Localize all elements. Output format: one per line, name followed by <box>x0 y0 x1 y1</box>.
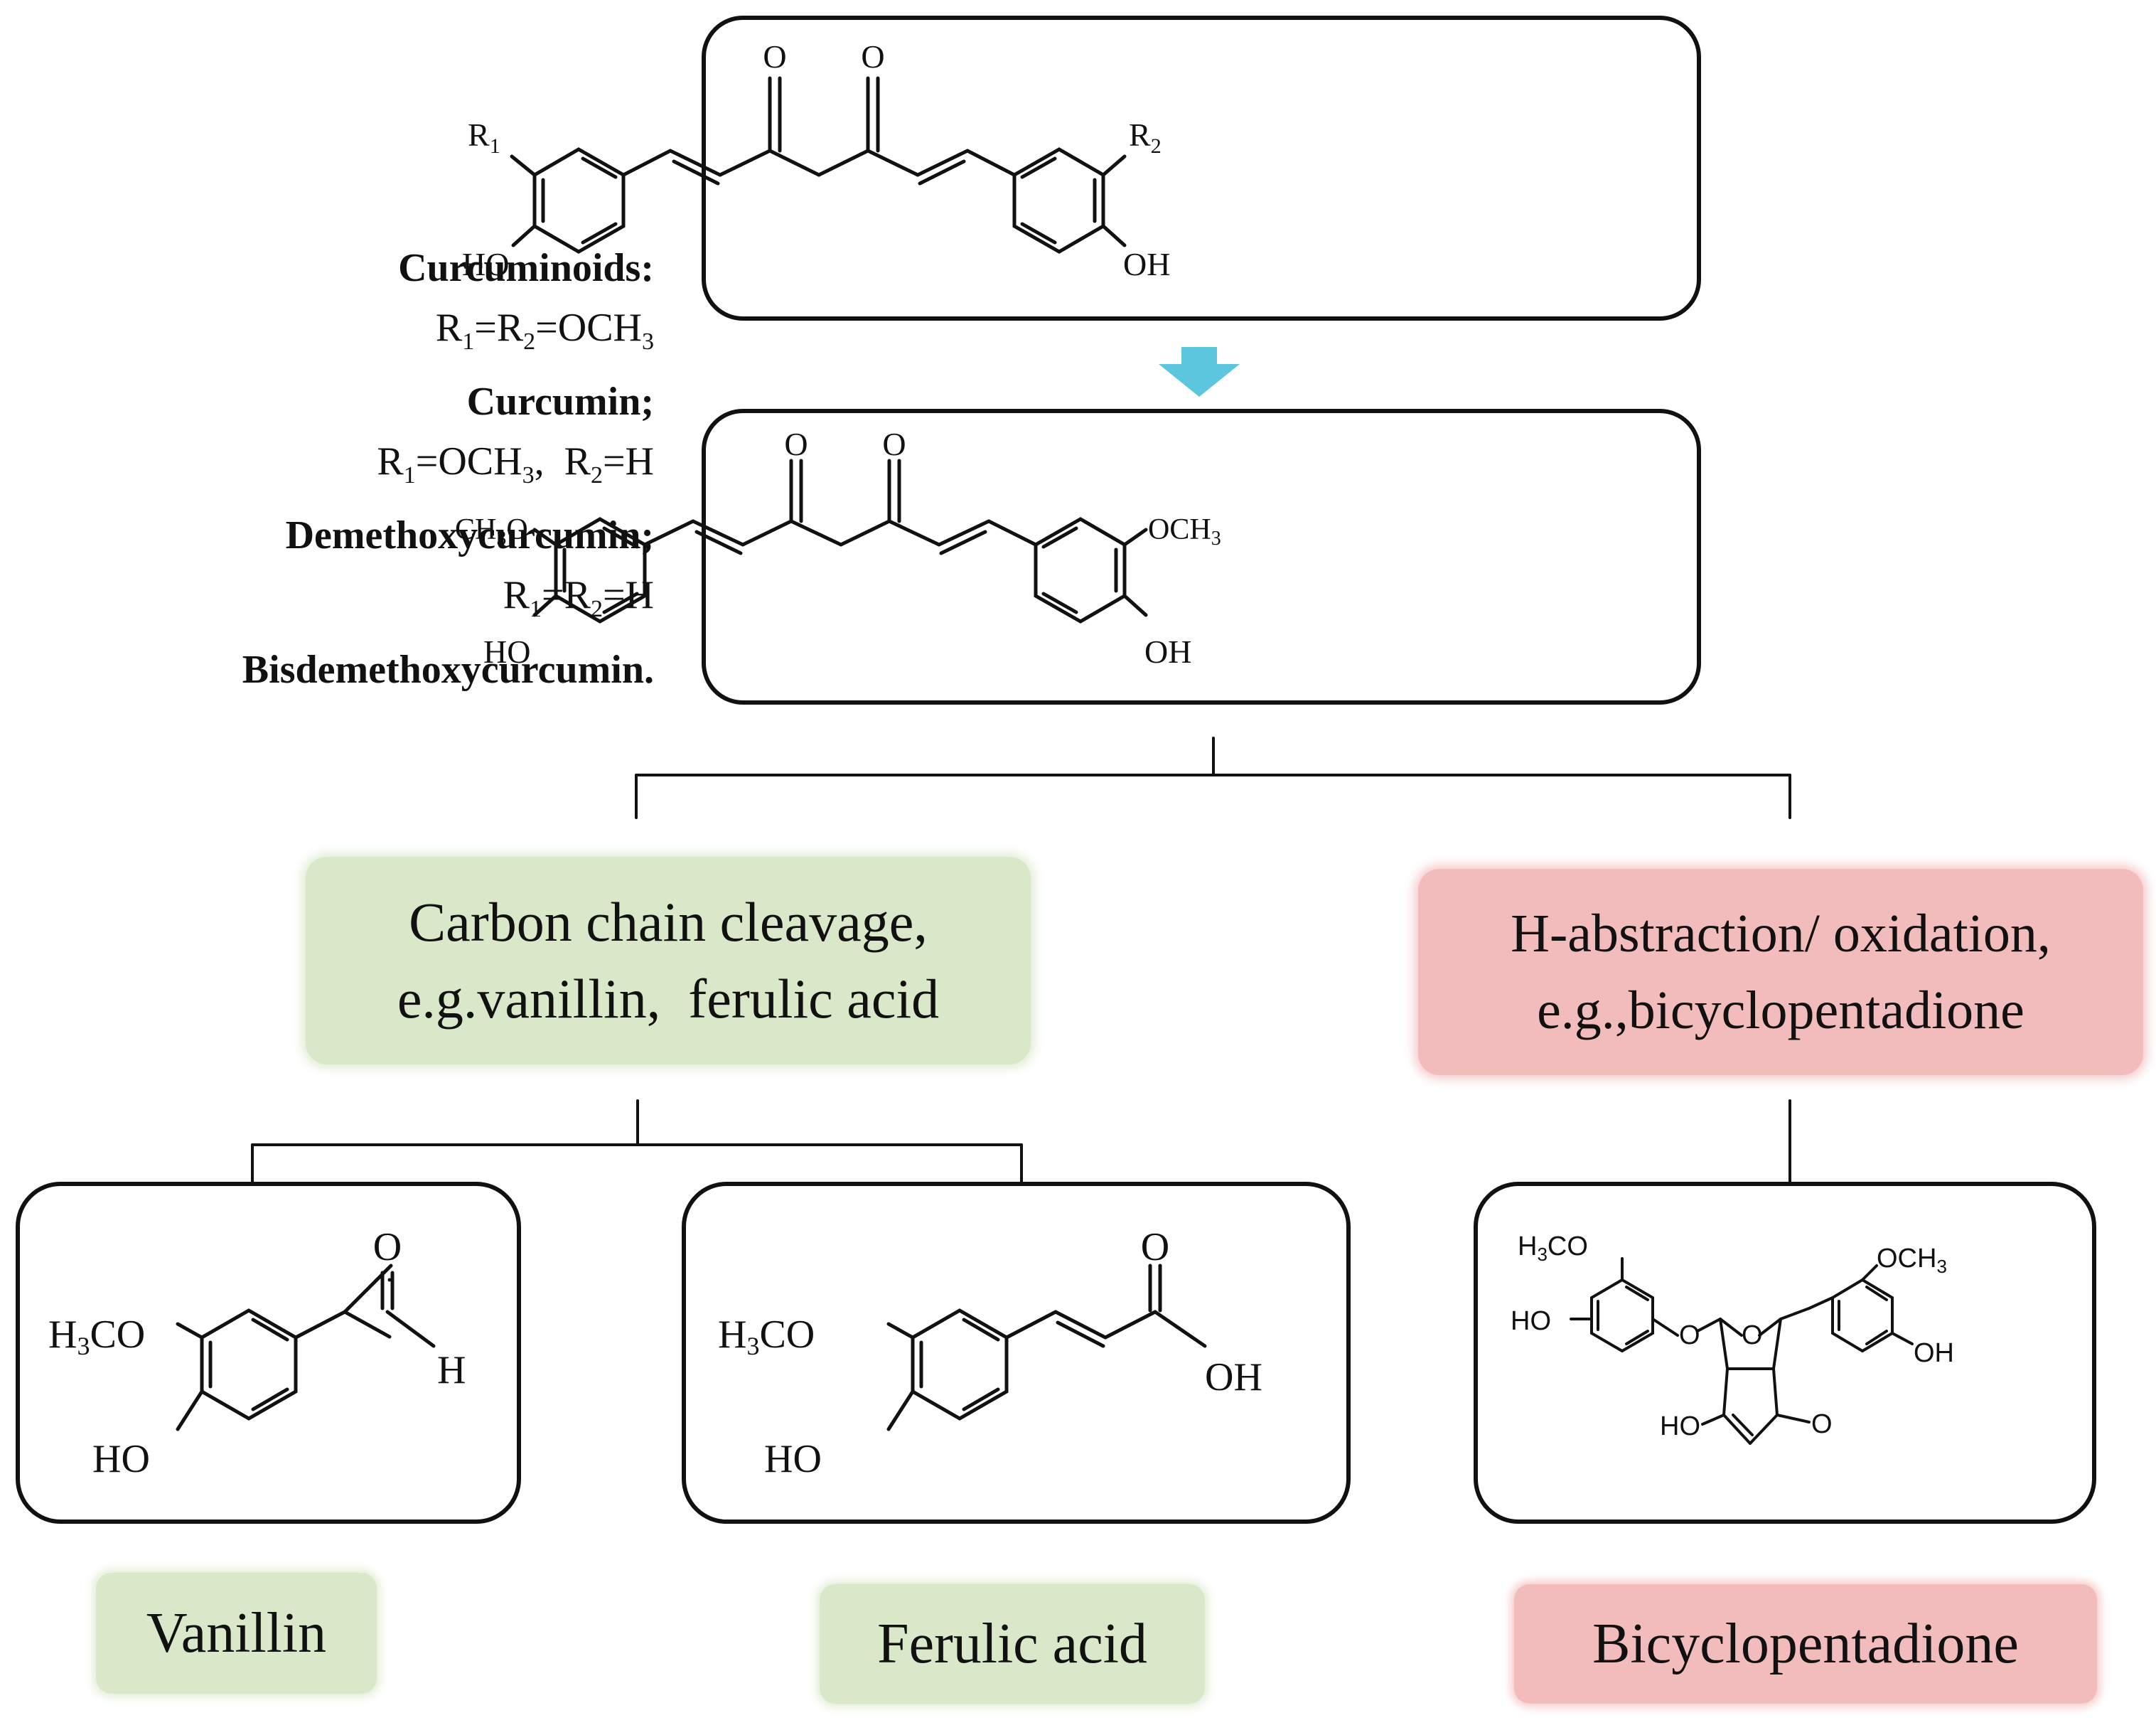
oh-label: OH <box>1144 634 1191 670</box>
h-abstraction-oxidation-box: H-abstraction/ oxidation, e.g.,bicyclope… <box>1418 869 2143 1075</box>
ch3o-label: CH3O <box>455 513 528 550</box>
ho-label: HO <box>483 634 530 670</box>
curcuminoid-structure-box <box>702 16 1701 321</box>
oh-label: OH <box>1123 246 1170 282</box>
carbonyl-o-label: O <box>861 38 884 75</box>
bicyclo-h3co-label: H3CO <box>1518 1232 1588 1265</box>
r2-label: R2 <box>1129 117 1162 158</box>
bicyclo-ho-label: HO <box>1511 1306 1551 1336</box>
carbonyl-o-label: O <box>784 426 808 462</box>
vanillin-h3co-label: H3CO <box>48 1313 145 1360</box>
r1-label: R1 <box>468 117 500 158</box>
legend-heading: Curcuminoids: <box>398 246 654 290</box>
bicyclopentadione-structure-box <box>1474 1182 2096 1524</box>
product-label-vanillin: Vanillin <box>96 1573 377 1694</box>
legend-name-demethoxycurcumin: Demethoxycurcumin; <box>285 513 654 558</box>
bicyclo-enol-ho-label: HO <box>1660 1411 1700 1441</box>
curcuminoid-legend: Curcuminoids: R1=R2=OCH3 Curcumin; R1=OC… <box>0 238 654 700</box>
bicyclopentadione-skeleton <box>1570 1257 1914 1445</box>
branch-connectors <box>251 737 1791 1185</box>
cleavage-line-2: e.g.vanillin, ferulic acid <box>397 968 940 1030</box>
cleavage-line-1: Carbon chain cleavage, <box>409 891 928 953</box>
bicyclo-ketone-o-label: O <box>1811 1409 1833 1439</box>
bicyclo-ether-o-label: O <box>1679 1320 1700 1350</box>
carbonyl-o-label: O <box>763 38 786 75</box>
legend-name-bisdemethoxycurcumin: Bisdemethoxycurcumin. <box>242 647 654 692</box>
vanillin-ho-label: HO <box>92 1437 150 1481</box>
carbon-chain-cleavage-box: Carbon chain cleavage, e.g.vanillin, fer… <box>306 857 1031 1064</box>
ferulic-ho-label: HO <box>764 1437 822 1481</box>
bicyclo-oh-label: OH <box>1914 1338 1954 1368</box>
bicyclo-och3-label: OCH3 <box>1877 1244 1947 1277</box>
down-arrow <box>1159 347 1240 397</box>
legend-formula-demethoxycurcumin: R1=OCH3, R2=H <box>377 439 654 489</box>
bicyclo-ring-o-label: O <box>1742 1320 1763 1350</box>
ferulic-acid-skeleton <box>886 1264 1207 1431</box>
och3-label: OCH3 <box>1148 513 1221 550</box>
product-label-ferulic-acid: Ferulic acid <box>820 1584 1205 1704</box>
carbonyl-o-label: O <box>882 426 906 462</box>
curcumin-skeleton <box>532 459 1148 624</box>
curcumin-structure-box <box>702 409 1701 705</box>
legend-formula-curcumin: R1=R2=OCH3 <box>435 306 654 356</box>
legend-name-curcumin: Curcumin; <box>466 380 654 424</box>
legend-formula-bisdemethoxycurcumin: R1=R2=H <box>503 573 654 623</box>
product-label-bicyclopentadione: Bicyclopentadione <box>1514 1584 2097 1704</box>
ho-label: HO <box>462 246 509 282</box>
ferulic-o-label: O <box>1141 1225 1169 1269</box>
oxidation-line-1: H-abstraction/ oxidation, <box>1511 904 2051 963</box>
ferulic-h3co-label: H3CO <box>718 1313 815 1360</box>
vanillin-h-label: H <box>437 1348 466 1392</box>
oxidation-line-2: e.g.,bicyclopentadione <box>1537 981 2024 1040</box>
vanillin-structure-box <box>16 1182 521 1524</box>
vanillin-o-label: O <box>373 1225 402 1269</box>
vanillin-skeleton <box>176 1264 436 1431</box>
ferulic-oh-label: OH <box>1205 1355 1262 1399</box>
curcuminoid-skeleton <box>510 76 1127 254</box>
ferulic-acid-structure-box <box>682 1182 1351 1524</box>
